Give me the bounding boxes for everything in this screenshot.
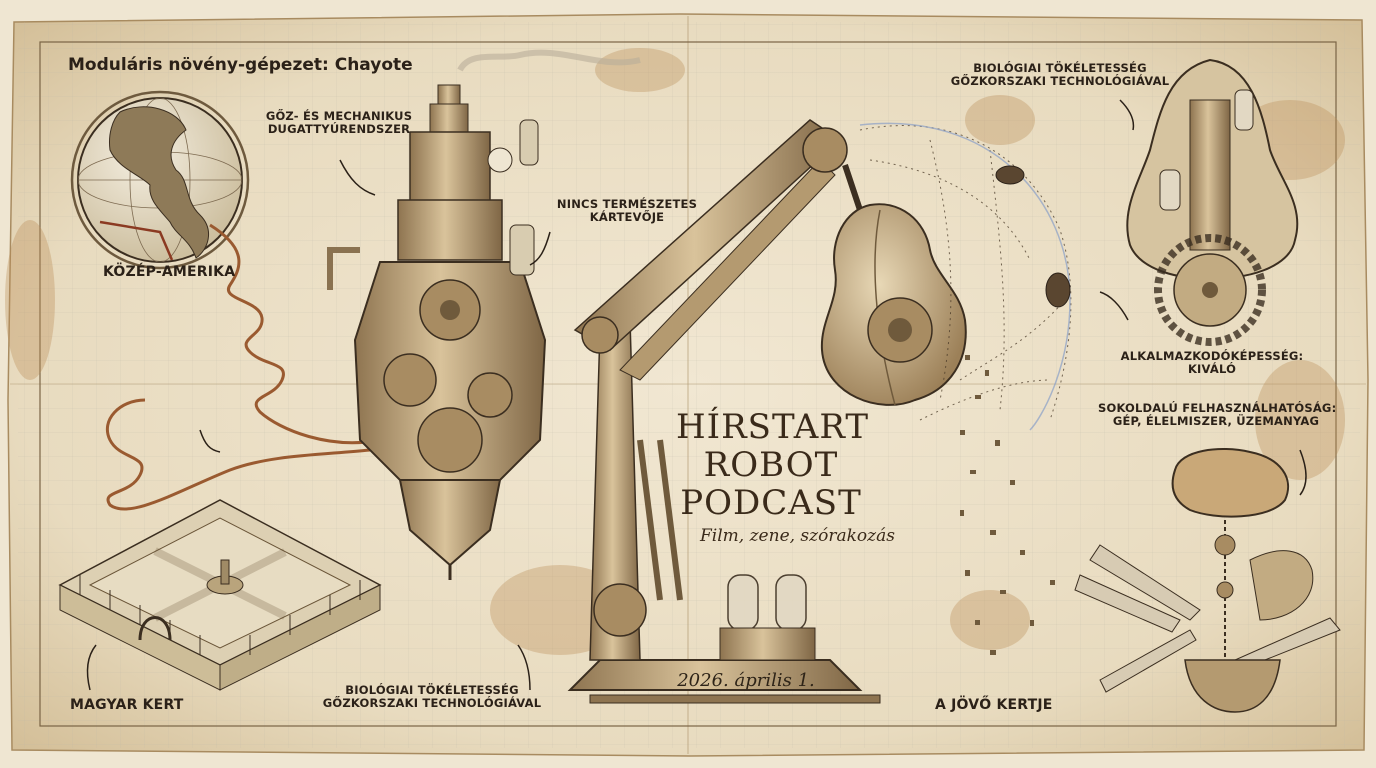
- podcast-date: 2026. április 1.: [677, 670, 815, 691]
- label-adaptability-line2: kiváló: [1187, 362, 1237, 377]
- trajectory-net: [859, 125, 1072, 421]
- falling-parts: [960, 355, 1055, 655]
- label-versatility-line2: gép, élelmiszer, üzemanyag: [1112, 414, 1320, 429]
- label-adaptability-line1: Alkalmazkodóképesség:: [1120, 349, 1304, 363]
- podcast-title-line1: HÍRSTART: [676, 407, 870, 447]
- label-bio-top: Biológiai tökéletesség gőzkorszaki techn…: [940, 61, 1180, 89]
- garden-illustration: [58, 499, 382, 691]
- label-steam-line1: Gőz- és mechanikus: [265, 109, 413, 123]
- chayote-pod-illustration: [820, 203, 967, 406]
- label-steam-line2: dugattyúrendszer: [267, 122, 411, 137]
- exploded-tools-illustration: [1074, 448, 1341, 713]
- robot-arm-illustration: [567, 119, 881, 704]
- podcast-title-line3: PODCAST: [680, 483, 862, 524]
- label-bio-bottom-line1: Biológiai tökéletesség: [345, 683, 519, 697]
- steam-engine-illustration: [327, 49, 641, 580]
- label-pests-line1: Nincs természetes: [556, 197, 698, 211]
- podcast-title-line2: ROBOT: [703, 445, 839, 486]
- mechanical-chayote-cutaway: [1126, 58, 1299, 346]
- label-versatility-line1: Sokoldalú felhasználhatóság:: [1098, 401, 1337, 415]
- pointer-arrows: [86, 99, 1307, 691]
- paper-stains: [5, 48, 1345, 655]
- label-bio-bottom: Biológiai tökéletesség gőzkorszaki techn…: [322, 683, 542, 711]
- label-pests: Nincs természetes kártevője: [552, 197, 702, 225]
- label-versatility: Sokoldalú felhasználhatóság: gép, élelmi…: [1098, 401, 1337, 429]
- podcast-subtitle: Film, zene, szórakozás: [700, 526, 895, 546]
- copper-coil: [209, 223, 381, 445]
- globe-illustration: [70, 90, 250, 270]
- label-hungarian-garden: Magyar kert: [70, 697, 184, 713]
- page-title: Moduláris növény-gépezet: Chayote: [68, 55, 413, 75]
- label-pests-line2: kártevője: [589, 210, 665, 225]
- beetle-illustrations: [995, 165, 1071, 308]
- podcast-title: HÍRSTART ROBOT PODCAST: [676, 407, 870, 524]
- label-central-america: Közép-Amerika: [103, 264, 236, 280]
- label-bio-bottom-line2: gőzkorszaki technológiával: [322, 696, 542, 711]
- label-bio-top-line1: Biológiai tökéletesség: [973, 61, 1147, 75]
- label-bio-top-line2: gőzkorszaki technológiával: [950, 74, 1170, 89]
- label-steam-system: Gőz- és mechanikus dugattyúrendszer: [264, 109, 414, 137]
- label-adaptability: Alkalmazkodóképesség: kiváló: [1112, 349, 1312, 377]
- label-future-garden: A jövő kertje: [935, 697, 1053, 713]
